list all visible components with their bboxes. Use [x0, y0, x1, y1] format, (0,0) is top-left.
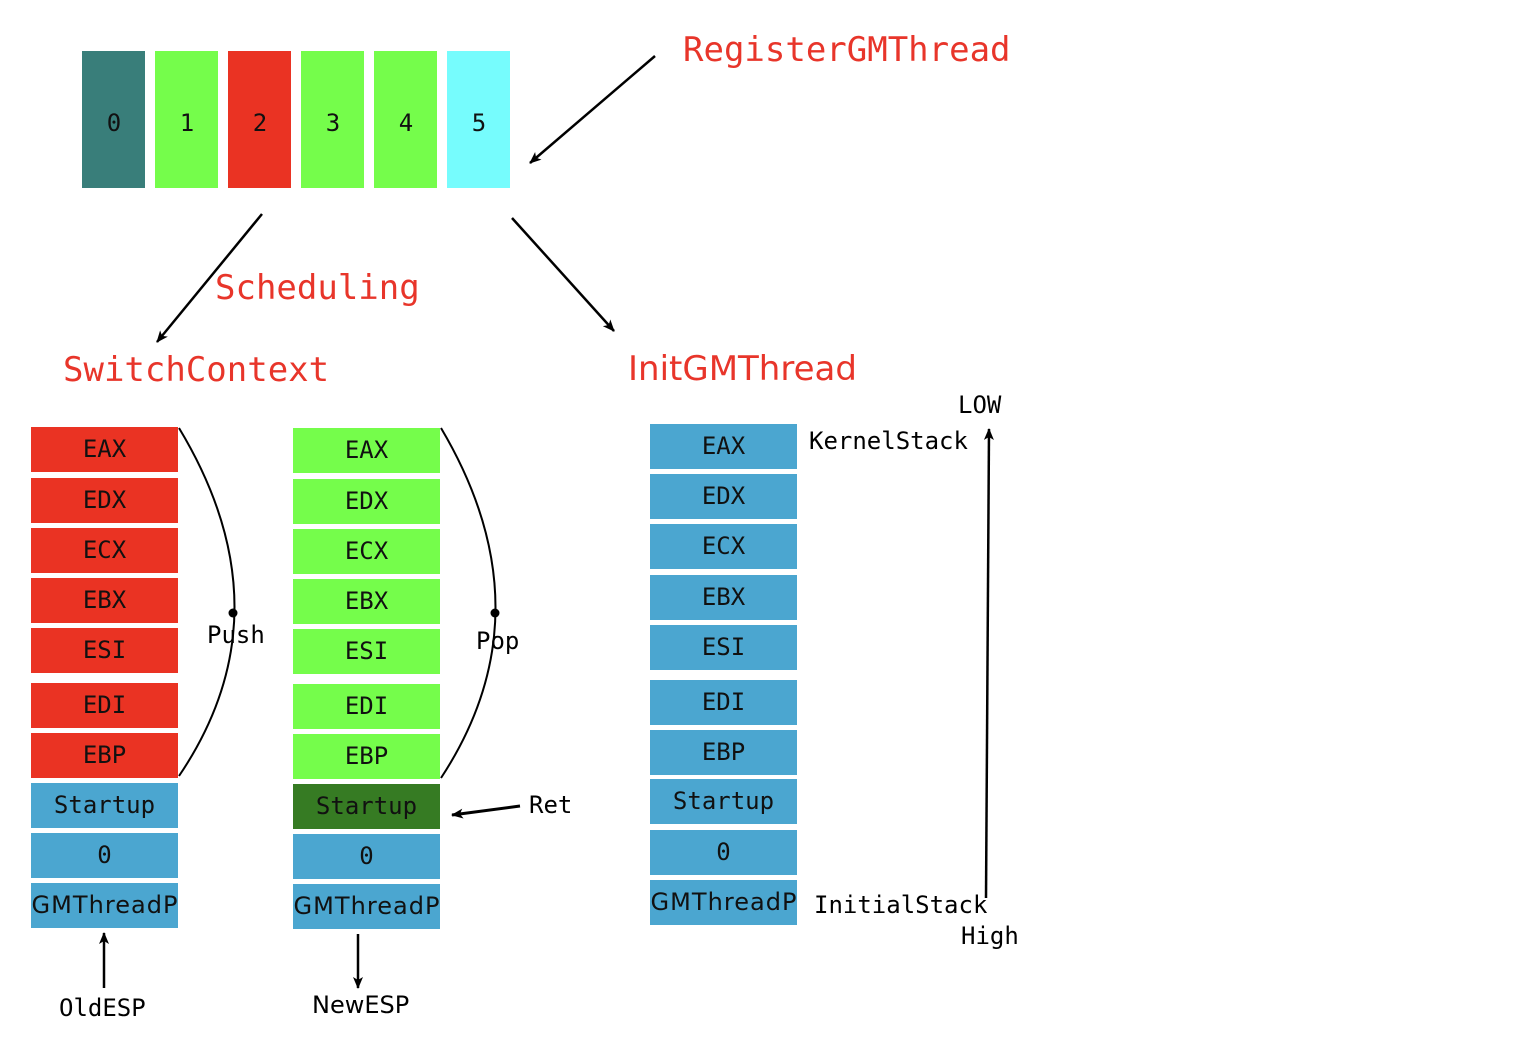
new-stack-label: EDI — [345, 692, 388, 720]
old-stack-label: ECX — [83, 536, 127, 564]
old-stack-label: Startup — [54, 791, 155, 819]
new-stack-cell-ebp — [293, 734, 440, 779]
low-high-arrow — [983, 428, 994, 899]
thread-slot-label: 1 — [180, 109, 194, 137]
thread-slot-3 — [301, 51, 364, 188]
new-stack-cell-ebx — [293, 579, 440, 624]
init-stack-label: GMThreadP — [651, 888, 797, 916]
thread-slot-5 — [447, 51, 510, 188]
low-label: LOW — [958, 391, 1002, 419]
thread-slot-label: 3 — [326, 109, 340, 137]
old-stack-label: EBX — [83, 586, 127, 614]
new-esp-label: NewESP — [312, 991, 409, 1019]
old-stack-cell-ebx — [31, 578, 178, 623]
thread-slot-0 — [82, 51, 145, 188]
thread-slot-array: 0 1 2 3 4 5 — [82, 51, 510, 188]
pop-curve — [440, 427, 497, 779]
old-stack-cell-eax — [31, 427, 178, 472]
scheduling-arrow — [156, 213, 263, 343]
new-stack-label: EDX — [345, 487, 389, 515]
new-stack-cell-edx — [293, 479, 440, 524]
new-stack-label: ECX — [345, 537, 389, 565]
old-stack-cell-ebp — [31, 733, 178, 778]
kernel-stack-label: KernelStack — [809, 427, 968, 455]
init-stack-cell-edx — [650, 474, 797, 519]
init-stack-label: EBX — [702, 583, 746, 611]
old-stack-cell-edi — [31, 683, 178, 728]
old-stack-label: EAX — [83, 435, 127, 463]
old-stack-cell-0 — [31, 833, 178, 878]
thread-slot-label: 5 — [472, 109, 486, 137]
new-stack-cell-startup — [293, 784, 440, 829]
high-label: High — [961, 922, 1019, 950]
init-stack-label: EAX — [702, 432, 746, 460]
new-stack-label: ESI — [345, 637, 388, 665]
old-stack-label: EBP — [83, 741, 126, 769]
thread-slot-1 — [155, 51, 218, 188]
new-stack-label: 0 — [359, 842, 373, 870]
thread-slot-label: 0 — [107, 109, 121, 137]
init-stack-label: 0 — [716, 838, 730, 866]
init-stack-cell-eax — [650, 424, 797, 469]
init-stack-cell-esi — [650, 625, 797, 670]
init-gm-thread-label: InitGMThread — [628, 349, 857, 389]
init-stack-cell-startup — [650, 779, 797, 824]
push-label: Push — [207, 621, 265, 649]
initial-stack-label: InitialStack — [814, 891, 988, 919]
new-stack-cell-esi — [293, 629, 440, 674]
ret-label: Ret — [529, 791, 572, 819]
new-stack-cell-eax — [293, 428, 440, 473]
old-stack-label: ESI — [83, 636, 126, 664]
init-stack-cell-ebp — [650, 730, 797, 775]
scheduling-label: Scheduling — [215, 268, 420, 308]
init-stack-label: EDI — [702, 688, 745, 716]
init-stack-cell-ecx — [650, 524, 797, 569]
thread-slot-2 — [228, 51, 291, 188]
new-stack-label: Startup — [316, 792, 417, 820]
new-stack-label: EBX — [345, 587, 389, 615]
thread-slot-label: 4 — [399, 109, 413, 137]
init-stack-label: EDX — [702, 482, 746, 510]
new-stack-cell-ecx — [293, 529, 440, 574]
new-stack-label: EAX — [345, 436, 389, 464]
init-stack-cell-edi — [650, 680, 797, 725]
ret-arrow — [451, 804, 521, 819]
old-stack-cell-ecx — [31, 528, 178, 573]
init-stack-cell-0 — [650, 830, 797, 875]
init-stack-label: ESI — [702, 633, 745, 661]
new-stack-label: EBP — [345, 742, 388, 770]
old-stack-cell-esi — [31, 628, 178, 673]
register-gm-thread-label: RegisterGMThread — [683, 30, 1011, 70]
thread-slot-label: 2 — [253, 109, 267, 137]
init-stack-label: ECX — [702, 532, 746, 560]
register-arrow — [529, 55, 656, 164]
old-stack-label: EDI — [83, 691, 126, 719]
switch-context-label: SwitchContext — [63, 350, 329, 390]
push-curve-dot — [228, 608, 238, 618]
old-esp-label: OldESP — [59, 994, 146, 1022]
new-stack-cell-0 — [293, 834, 440, 879]
init-stack-cell-gmthreadp — [650, 880, 797, 925]
init-thread-arrow — [511, 217, 615, 332]
new-stack-label: GMThreadP — [294, 892, 440, 920]
pop-curve-dot — [490, 608, 500, 618]
old-stack-cell-edx — [31, 478, 178, 523]
init-stack-cell-ebx — [650, 575, 797, 620]
pop-label: Pop — [476, 627, 519, 655]
old-stack-cell-startup — [31, 783, 178, 828]
old-stack-label: GMThreadP — [32, 891, 178, 919]
init-stack-label: Startup — [673, 787, 774, 815]
thread-slot-4 — [374, 51, 437, 188]
push-curve — [178, 427, 236, 777]
init-stack-label: EBP — [702, 738, 745, 766]
old-stack-cell-gmthreadp — [31, 883, 178, 928]
old-stack-label: EDX — [83, 486, 127, 514]
old-stack-label: 0 — [97, 841, 111, 869]
new-stack-cell-edi — [293, 684, 440, 729]
new-stack-cell-gmthreadp — [293, 884, 440, 929]
